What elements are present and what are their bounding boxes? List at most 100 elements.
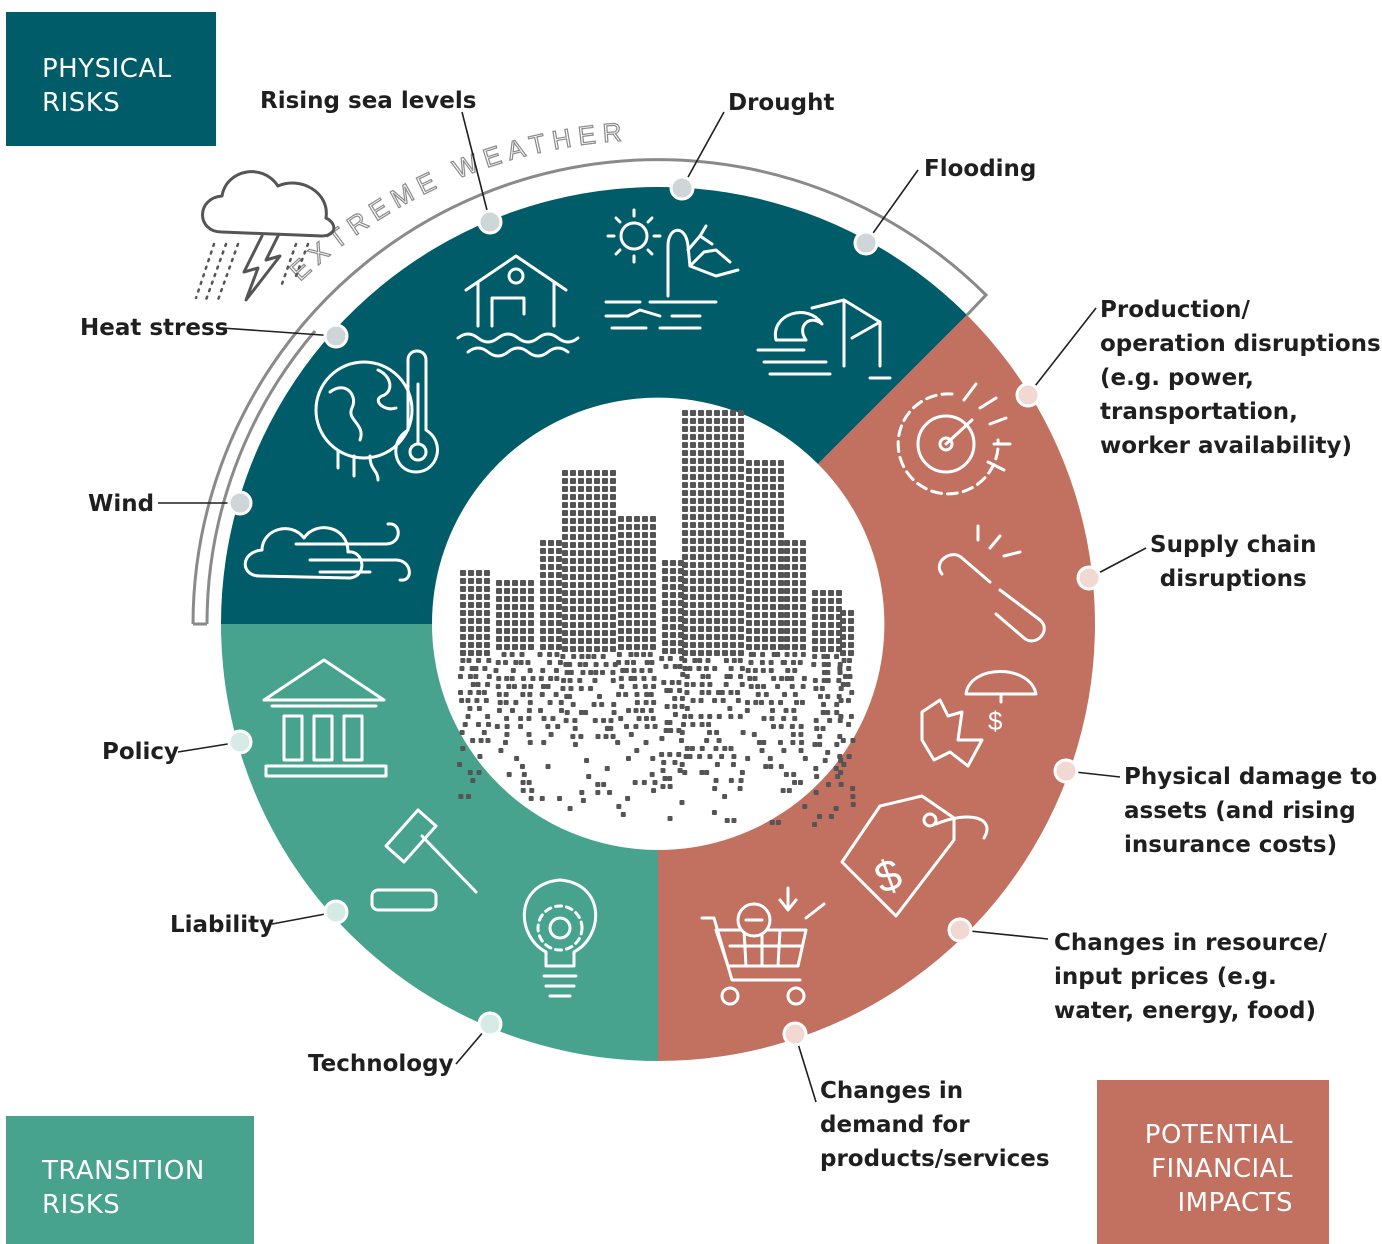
city-pixel [545,724,551,729]
city-pixel [594,534,600,540]
city-pixel [707,682,713,687]
city-pixel [754,556,760,562]
city-pixel [594,646,600,652]
city-pixel [690,506,696,512]
city-pixel [623,668,629,673]
city-pixel [670,640,676,646]
city-pixel [683,754,689,759]
city-pixel [768,668,774,673]
city-pixel [679,696,685,701]
city-pixel [520,580,526,586]
city-pixel [496,620,502,626]
city-pixel [754,588,760,594]
city-pixel [730,634,736,640]
city-pixel [602,566,608,572]
city-pixel [672,696,678,701]
city-pixel [690,650,696,656]
city-pixel [820,726,826,731]
city-pixel [503,692,509,697]
city-pixel [840,682,846,687]
city-pixel [626,556,632,562]
city-pixel [751,732,757,737]
city-pixel [682,578,688,584]
city-pixel [591,654,597,659]
city-pixel [586,502,592,508]
city-pixel [700,674,706,679]
city-pixel [744,708,750,713]
city-pixel [602,510,608,516]
label-liability: Liability [170,912,275,938]
city-pixel [719,690,725,695]
city-pixel [812,678,818,683]
city-pixel [838,770,844,775]
city-pixel [679,800,685,805]
city-pixel [484,634,490,640]
city-pixel [784,580,790,586]
city-pixel [556,540,562,546]
extreme-weather-arc-inner [193,330,317,626]
city-pixel [792,668,798,673]
city-pixel [762,564,768,570]
city-pixel [690,626,696,632]
city-pixel [518,660,524,665]
city-pixel [595,734,601,739]
city-pixel [746,636,752,642]
city-pixel [738,594,744,600]
city-pixel [496,612,502,618]
city-pixel [662,584,668,590]
city-pixel [762,596,768,602]
city-pixel [634,644,640,650]
city-pixel [667,784,673,789]
city-pixel [594,590,600,596]
city-pixel [670,616,676,622]
city-pixel [556,588,562,594]
city-pixel [548,604,554,610]
city-pixel [812,742,818,747]
transition-risks-title-line-2: RISKS [42,1190,121,1220]
city-pixel [520,588,526,594]
city-pixel [754,548,760,554]
city-pixel [594,494,600,500]
city-pixel [556,564,562,570]
city-pixel [602,614,608,620]
city-pixel [738,602,744,608]
city-pixel [714,426,720,432]
city-pixel [706,466,712,472]
city-pixel [577,662,583,667]
city-pixel [813,686,819,691]
city-pixel [722,570,728,576]
city-pixel [759,660,765,665]
city-pixel [784,636,790,642]
city-pixel [690,418,696,424]
city-pixel [714,530,720,536]
city-pixel [474,698,480,703]
physical-risks-sector [221,187,967,625]
city-pixel [548,732,554,737]
city-pixel [755,692,761,697]
city-pixel [746,596,752,602]
city-pixel [762,628,768,634]
city-pixel [794,700,800,705]
city-pixel [618,580,624,586]
city-pixel [578,598,584,604]
label-demand-line-3: products/services [820,1146,1050,1172]
city-pixel [825,654,831,659]
city-pixel [706,482,712,488]
city-pixel [706,554,712,560]
label-demand: Changes in demand for products/services [820,1074,1050,1176]
city-pixel [540,548,546,554]
city-pixel [722,530,728,536]
city-pixel [812,622,818,628]
city-pixel [651,684,657,689]
city-pixel [466,794,472,799]
city-pixel [840,738,846,743]
city-pixel [540,612,546,618]
city-pixel [578,558,584,564]
city-pixel [521,684,527,689]
city-pixel [642,628,648,634]
city-pixel [762,580,768,586]
city-pixel [625,796,631,801]
city-pixel [698,538,704,544]
city-pixel [555,724,561,729]
city-pixel [484,618,490,624]
